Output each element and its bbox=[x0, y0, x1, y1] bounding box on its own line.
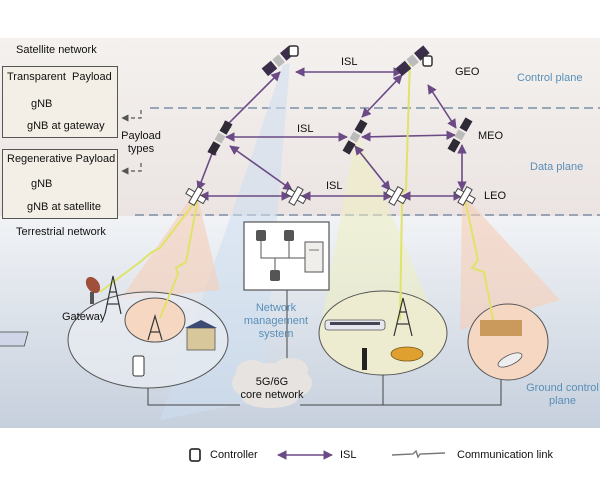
meo-leo-diag bbox=[229, 145, 293, 191]
factory-icon bbox=[0, 331, 29, 347]
satellite-leo-3 bbox=[385, 186, 407, 206]
legend-controller-label: Controller bbox=[210, 449, 258, 461]
legend-communication-link-label: Communication link bbox=[457, 449, 553, 461]
comm-link-leo-cell bbox=[464, 199, 496, 331]
satellite-geo-right bbox=[395, 45, 430, 77]
meo-beam-yellow bbox=[320, 140, 440, 330]
gateway-tower-icon bbox=[104, 275, 122, 315]
payload-types-line2: types bbox=[127, 143, 155, 155]
person-icon bbox=[362, 348, 367, 370]
nms-line3: system bbox=[258, 328, 294, 340]
satellite-leo-4 bbox=[454, 186, 476, 206]
comm-link-gateway bbox=[99, 197, 199, 293]
transparent-payload-title-right: Payload bbox=[72, 71, 112, 83]
ground-control-plane-label: Ground control plane bbox=[526, 382, 599, 407]
legend-controller-icon bbox=[189, 448, 201, 462]
comm-link-small-cell bbox=[159, 197, 199, 319]
leo-label: LEO bbox=[484, 190, 507, 202]
ship-icon bbox=[497, 352, 523, 368]
nms-wiring bbox=[260, 241, 305, 259]
satellite-meo-left bbox=[207, 120, 233, 156]
transparent-payload-box: Transparent Payload gNB gNB at gateway bbox=[2, 66, 118, 138]
control-plane-label: Control plane bbox=[517, 72, 583, 84]
mobile-phone-icon bbox=[132, 355, 145, 377]
payload-types-label: Payload types bbox=[118, 130, 164, 156]
server-icon bbox=[304, 241, 324, 273]
satellite-leo-1 bbox=[185, 186, 207, 206]
nms-line1: Network bbox=[255, 302, 297, 314]
isl-leo-label: ISL bbox=[326, 180, 343, 192]
regenerative-caption: gNB at satellite bbox=[27, 201, 101, 213]
core-link-right bbox=[300, 380, 502, 406]
terrestrial-network-label: Terrestrial network bbox=[16, 226, 106, 238]
leo-beam-orange-right bbox=[460, 200, 560, 330]
controller-icon-geo-left bbox=[288, 45, 299, 57]
payload-arrow-transparent bbox=[121, 110, 142, 122]
train-icon bbox=[324, 319, 386, 331]
gateway-label: Gateway bbox=[62, 311, 106, 323]
legend-communication-link-icon bbox=[391, 449, 446, 459]
landscape-icon bbox=[480, 320, 522, 336]
geo-label: GEO bbox=[455, 66, 480, 78]
transparent-caption: gNB at gateway bbox=[27, 120, 105, 132]
ground-tower-icon bbox=[393, 297, 413, 337]
payload-types-line1: Payload bbox=[121, 130, 161, 142]
geo-meo-left bbox=[221, 71, 281, 131]
meo-leo-mid bbox=[354, 145, 391, 191]
leo-coverage-cell bbox=[467, 303, 549, 381]
core-line1: 5G/6G bbox=[255, 376, 289, 388]
satellite-meo-right bbox=[447, 117, 473, 153]
regenerative-payload-title: Regenerative Payload bbox=[7, 153, 116, 165]
isl-geo-label: ISL bbox=[341, 56, 358, 68]
gateway-dish-icon bbox=[85, 276, 101, 304]
regenerative-gnb-label: gNB bbox=[31, 178, 53, 190]
nms-line2: management bbox=[243, 315, 309, 327]
controller-icon-geo-right bbox=[422, 55, 433, 67]
core-network-cloud bbox=[232, 358, 312, 408]
transparent-payload-title-left: Transparent bbox=[7, 71, 66, 83]
small-cell-tower-icon bbox=[147, 313, 163, 341]
nms-controllers bbox=[256, 230, 294, 281]
building-icon bbox=[185, 320, 217, 351]
isl-meo-label: ISL bbox=[297, 123, 314, 135]
satellite-network-label: Satellite network bbox=[16, 44, 97, 56]
satellite-leo-2 bbox=[285, 186, 307, 206]
core-link-left bbox=[147, 388, 240, 406]
core-network-label: 5G/6G core network bbox=[232, 376, 312, 402]
legend-isl-label: ISL bbox=[340, 449, 357, 461]
car-icon bbox=[390, 346, 424, 362]
small-cell bbox=[124, 297, 186, 343]
leo-beam-orange bbox=[120, 196, 220, 300]
transparent-gnb-label: gNB bbox=[31, 98, 53, 110]
regenerative-payload-box: Regenerative Payload gNB gNB at satellit… bbox=[2, 149, 118, 219]
payload-arrow-regenerative bbox=[121, 163, 142, 175]
core-line2: core network bbox=[240, 389, 304, 401]
isl-links bbox=[196, 67, 467, 201]
geo-meo-right bbox=[427, 84, 457, 129]
geo-meo-mid bbox=[361, 74, 403, 118]
satellite-meo-mid bbox=[342, 119, 368, 155]
meo-label: MEO bbox=[478, 130, 504, 142]
data-plane-label: Data plane bbox=[530, 161, 584, 173]
meo-coverage-cell bbox=[318, 290, 448, 376]
network-management-system-label: Network management system bbox=[236, 302, 316, 341]
